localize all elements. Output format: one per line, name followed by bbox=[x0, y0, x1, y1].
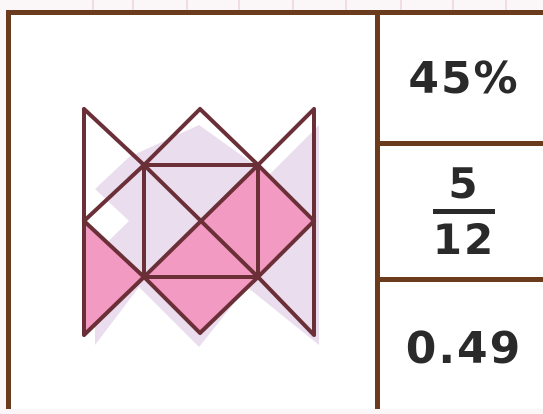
fraction: 5 12 bbox=[433, 161, 495, 263]
fraction-bar bbox=[433, 209, 495, 214]
shaded-figure bbox=[69, 95, 329, 357]
percent-card[interactable]: 45% bbox=[380, 15, 543, 141]
decimal-value: 0.49 bbox=[406, 323, 523, 374]
decimal-card[interactable]: 0.49 bbox=[380, 282, 543, 414]
shaded-figure-card[interactable] bbox=[69, 95, 329, 361]
percent-value: 45% bbox=[408, 53, 519, 104]
fraction-card[interactable]: 5 12 bbox=[380, 146, 543, 277]
matching-card-grid: 45% 5 12 0.49 bbox=[6, 10, 543, 409]
fraction-denominator: 12 bbox=[433, 217, 495, 263]
fraction-numerator: 5 bbox=[448, 161, 479, 207]
